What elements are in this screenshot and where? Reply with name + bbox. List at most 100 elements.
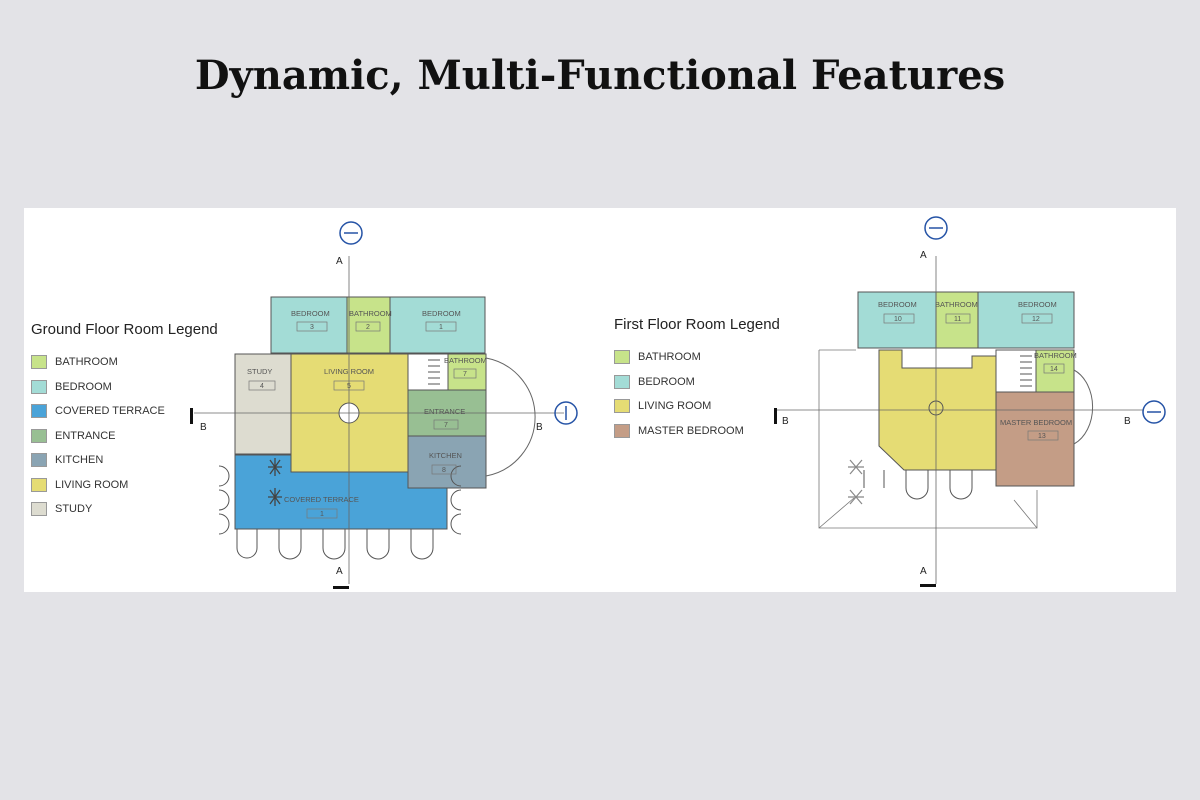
- legend-label: ENTRANCE: [55, 429, 116, 442]
- label-living-room: LIVING ROOM: [324, 367, 374, 376]
- legend-swatch: [614, 350, 630, 365]
- legend-label: BATHROOM: [638, 351, 701, 364]
- label-bedroom-1: BEDROOM: [422, 309, 461, 318]
- label-bedroom-12: BEDROOM: [1018, 300, 1057, 309]
- label-covered-terrace: COVERED TERRACE: [284, 495, 359, 504]
- ground-floor-legend-item: COVERED TERRACE: [31, 399, 218, 424]
- first-floor-legend-title: First Floor Room Legend: [614, 316, 780, 333]
- terrace-side-doors: [218, 465, 462, 535]
- number-bathroom-2: 2: [366, 324, 370, 331]
- label-bathroom-11: BATHROOM: [935, 300, 978, 309]
- terrace-doors: [236, 529, 434, 560]
- first-floor-legend-item: BATHROOM: [614, 345, 780, 370]
- legend-swatch: [614, 374, 630, 389]
- room-study: [234, 353, 292, 455]
- room-kitchen: [407, 435, 487, 489]
- label-entrance: ENTRANCE: [424, 407, 465, 416]
- section-label-a-bottom: A: [336, 566, 343, 577]
- legend-swatch: [31, 477, 47, 492]
- legend-swatch: [31, 355, 47, 370]
- label-bathroom-2: BATHROOM: [349, 309, 392, 318]
- section-label-b-right-first: B: [1124, 416, 1131, 427]
- section-marker-right-icon: [554, 401, 578, 425]
- number-bedroom-3: 3: [310, 324, 314, 331]
- legend-label: KITCHEN: [55, 454, 104, 467]
- ground-floor-legend-item: BEDROOM: [31, 375, 218, 400]
- first-floor-legend: First Floor Room Legend BATHROOM BEDROOM L…: [614, 316, 780, 443]
- legend-label: MASTER BEDROOM: [638, 424, 744, 437]
- ground-floor-legend-items: BATHROOM BEDROOM COVERED TERRACE ENTRANCE KI…: [31, 350, 218, 522]
- section-tick-bottom-first: [920, 584, 936, 587]
- section-marker-right-icon-first: [1142, 400, 1166, 424]
- room-bedroom-1: [389, 296, 486, 354]
- section-label-b-left: B: [200, 422, 207, 433]
- legend-label: LIVING ROOM: [638, 400, 712, 413]
- first-floor-plan: A A B B BEDROOM 10 BATHROOM 11 BEDROOM 1…: [774, 216, 1166, 587]
- number-master-bedroom: 13: [1038, 433, 1046, 440]
- legend-swatch: [614, 399, 630, 414]
- number-living-room: 5: [347, 383, 351, 390]
- section-tick-left: [190, 408, 193, 424]
- number-entrance: 7: [444, 422, 448, 429]
- stair-area-first: [995, 349, 1037, 393]
- floor-plans-panel: A A B B BEDROOM 3 BATHROOM 2 BEDROOM 1 S…: [24, 208, 1176, 592]
- section-label-a-top: A: [336, 256, 343, 267]
- floor-plans-drawing: A A B B BEDROOM 3 BATHROOM 2 BEDROOM 1 S…: [190, 216, 1166, 589]
- section-label-b-right: B: [536, 422, 543, 433]
- label-bathroom-7: BATHROOM: [444, 356, 487, 365]
- room-master-bedroom: [995, 391, 1075, 487]
- label-bathroom-14: BATHROOM: [1034, 351, 1077, 360]
- first-floor-legend-items: BATHROOM BEDROOM LIVING ROOM MASTER BEDROOM: [614, 345, 780, 443]
- plant-icon: [268, 458, 282, 506]
- slide-title: Dynamic, Multi-Functional Features: [194, 52, 1006, 99]
- label-bedroom-10: BEDROOM: [878, 300, 917, 309]
- legend-swatch: [31, 453, 47, 468]
- legend-label: BATHROOM: [55, 356, 118, 369]
- stair-treads: [428, 359, 440, 391]
- stair-treads-first: [1020, 355, 1032, 387]
- bay-window-arc: [485, 357, 536, 477]
- number-kitchen: 8: [442, 467, 446, 474]
- label-study: STUDY: [247, 367, 272, 376]
- label-bedroom-3: BEDROOM: [291, 309, 330, 318]
- ground-floor-legend-item: STUDY: [31, 497, 218, 522]
- room-bedroom-10: [857, 291, 937, 349]
- section-marker-top-icon-first: [924, 216, 948, 240]
- number-bathroom-14: 14: [1050, 366, 1058, 373]
- first-floor-legend-item: LIVING ROOM: [614, 394, 780, 419]
- first-floor-legend-item: MASTER BEDROOM: [614, 419, 780, 444]
- section-label-b-left-first: B: [782, 416, 789, 427]
- section-tick-left-first: [774, 408, 777, 424]
- legend-label: BEDROOM: [55, 380, 112, 393]
- ground-floor-plan: A A B B BEDROOM 3 BATHROOM 2 BEDROOM 1 S…: [190, 221, 578, 589]
- legend-swatch: [31, 428, 47, 443]
- number-bedroom-10: 10: [894, 316, 902, 323]
- room-bedroom-3: [270, 296, 348, 354]
- number-study: 4: [260, 383, 264, 390]
- roof-outline: [818, 349, 1038, 529]
- bay-window-arc-first: [1073, 369, 1094, 445]
- legend-label: BEDROOM: [638, 375, 695, 388]
- plant-icon-first: [848, 459, 864, 505]
- ground-floor-legend-title: Ground Floor Room Legend: [31, 321, 218, 338]
- label-master-bedroom: MASTER BEDROOM: [1000, 418, 1072, 427]
- balcony-doors: [863, 470, 973, 500]
- ground-floor-legend-item: BATHROOM: [31, 350, 218, 375]
- legend-label: STUDY: [55, 503, 93, 516]
- section-label-a-bottom-first: A: [920, 566, 927, 577]
- ground-floor-legend-item: ENTRANCE: [31, 424, 218, 449]
- legend-label: COVERED TERRACE: [55, 405, 165, 418]
- legend-swatch: [31, 502, 47, 517]
- number-bedroom-1: 1: [439, 324, 443, 331]
- ground-floor-legend: Ground Floor Room Legend BATHROOM BEDROOM…: [31, 321, 218, 522]
- section-marker-top-icon: [339, 221, 363, 245]
- section-tick-bottom: [333, 586, 349, 589]
- number-bathroom-11: 11: [954, 316, 961, 323]
- room-bathroom-14: [1035, 349, 1075, 393]
- ground-floor-legend-item: LIVING ROOM: [31, 473, 218, 498]
- number-bathroom-7: 7: [463, 371, 467, 378]
- ground-floor-legend-item: KITCHEN: [31, 448, 218, 473]
- legend-label: LIVING ROOM: [55, 478, 129, 491]
- legend-swatch: [31, 404, 47, 419]
- room-bedroom-12: [977, 291, 1075, 349]
